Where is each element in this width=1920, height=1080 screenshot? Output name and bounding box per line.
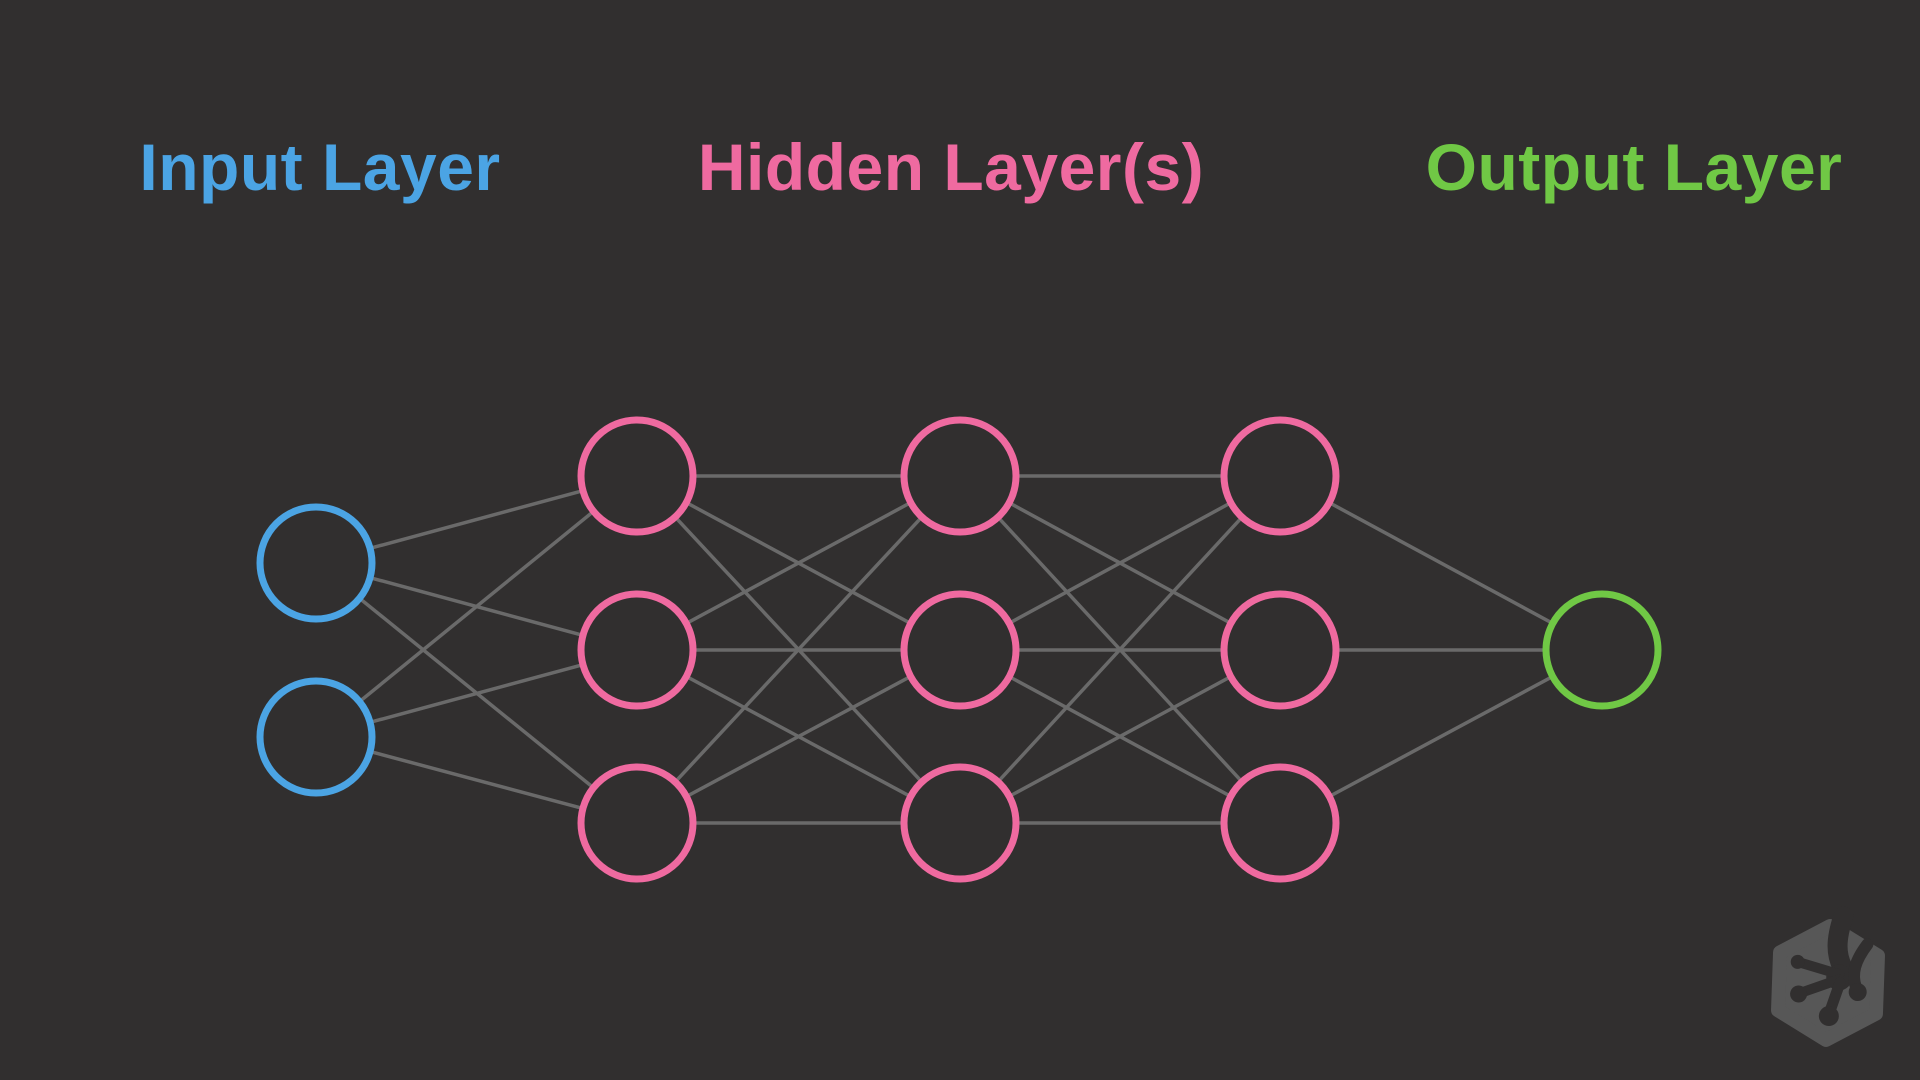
brand-logo	[1771, 906, 1885, 1047]
node-hidden-3-2	[1220, 590, 1340, 710]
edge-hidden-3-to-output	[1279, 648, 1603, 825]
node-hidden-2-2	[900, 590, 1020, 710]
node-output-1	[1542, 590, 1662, 710]
node-hidden-2-1	[900, 416, 1020, 536]
node-input-2	[256, 677, 376, 797]
input-layer-label: Input Layer	[139, 130, 501, 204]
lizard-footprint-icon	[1790, 906, 1874, 1027]
edge-hidden-1-to-hidden-2	[636, 648, 961, 825]
edge-hidden-2-to-hidden-3	[958, 474, 1282, 825]
edge-hidden-2-to-hidden-3	[959, 474, 1281, 652]
node-hidden-1-2	[577, 590, 697, 710]
edge-hidden-1-to-hidden-2	[635, 474, 962, 825]
edge-input-to-hidden-1	[314, 474, 639, 739]
node-hidden-2-3	[900, 763, 1020, 883]
node-input-1	[256, 503, 376, 623]
node-hidden-1-1	[577, 416, 697, 536]
node-hidden-3-3	[1220, 763, 1340, 883]
node-layer	[256, 416, 1662, 883]
hidden-layer-label: Hidden Layer(s)	[697, 130, 1205, 204]
edge-hidden-2-to-hidden-3	[959, 648, 1281, 825]
node-hidden-3-1	[1220, 416, 1340, 536]
edge-hidden-3-to-output	[1279, 474, 1603, 652]
output-layer-label: Output Layer	[1425, 130, 1843, 204]
node-hidden-1-3	[577, 763, 697, 883]
edge-hidden-1-to-hidden-2	[636, 474, 961, 652]
